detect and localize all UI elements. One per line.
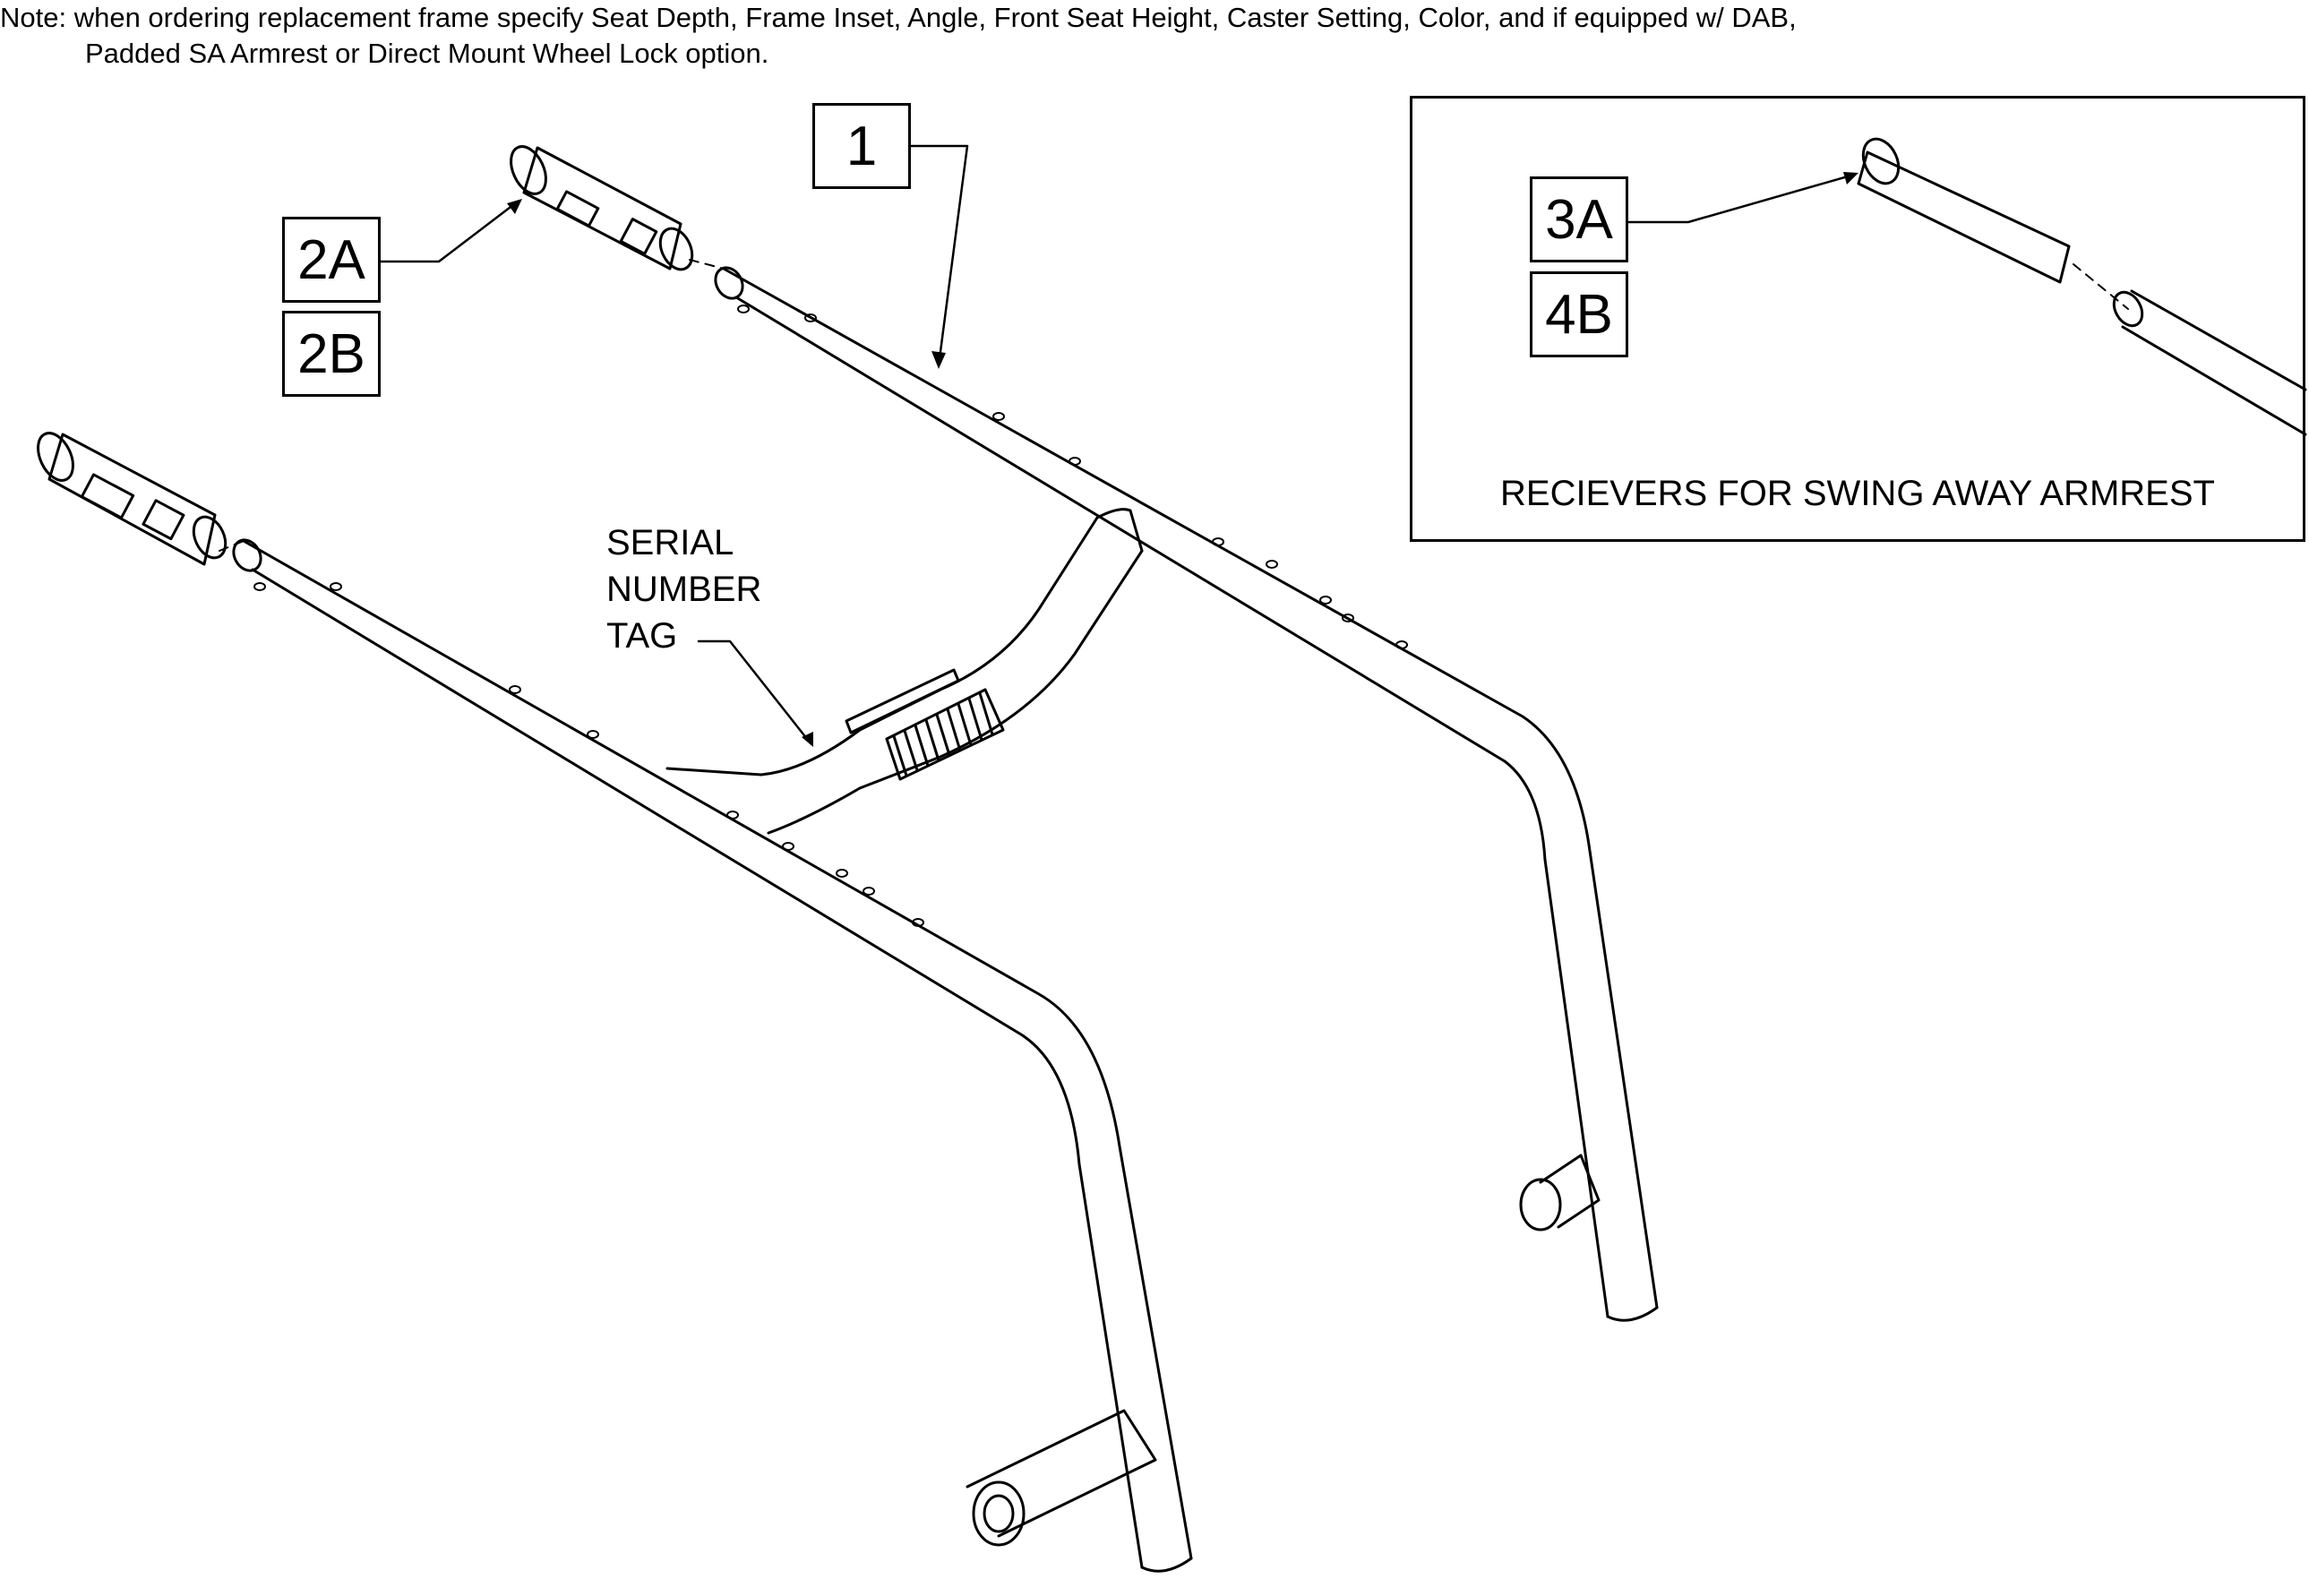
callout-2b: 2B [282,311,381,397]
right-frame-tube [714,266,1659,1322]
serial-tag-line-1: SERIAL [606,523,734,562]
callout-4b: 4B [1530,271,1628,357]
caster-stems [966,1154,1601,1547]
serial-number-tag-label: SERIAL NUMBER TAG [606,519,761,659]
callout-2a: 2A [282,217,381,303]
receiver-top [510,145,694,271]
note-line-1: Note: when ordering replacement frame sp… [0,2,1797,33]
frame-holes [253,305,1408,927]
ordering-note: Note: when ordering replacement frame sp… [0,0,1797,72]
serial-number-tag [845,668,1005,781]
alignment-dashes [219,259,2129,552]
leader-lines [379,144,1856,745]
callout-1: 1 [812,103,911,189]
leader-arrowheads [507,172,1858,747]
serial-tag-line-3: TAG [606,616,678,656]
swing-away-receiver-inset: RECIEVERS FOR SWING AWAY ARMREST [1410,96,2305,542]
serial-tag-line-2: NUMBER [606,570,762,609]
receiver-left [37,432,227,566]
left-frame-tube [232,538,1193,1573]
note-line-2: Padded SA Armrest or Direct Mount Wheel … [85,38,769,69]
inset-caption: RECIEVERS FOR SWING AWAY ARMREST [1500,474,2215,513]
callout-3a: 3A [1530,176,1628,262]
inset-receiver [1857,137,2307,436]
